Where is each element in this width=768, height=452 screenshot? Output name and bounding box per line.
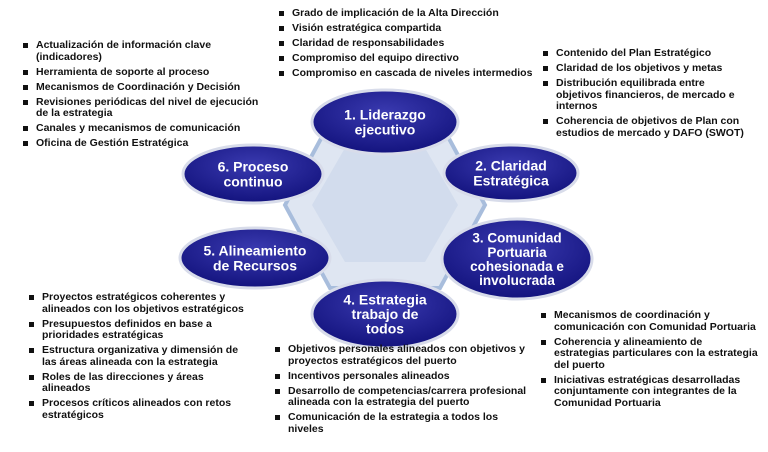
node-label-line: cohesionada e — [470, 259, 564, 274]
node-ellipse — [178, 226, 332, 290]
node-ellipse — [310, 278, 460, 350]
node-label-line: continuo — [223, 173, 282, 189]
list-item: Contenido del Plan Estratégico — [540, 47, 752, 60]
node-label-line: 3. Comunidad — [472, 231, 561, 246]
list-estrategia-todos: Objetivos personales alineados con objet… — [272, 343, 534, 439]
list-item: Iniciativas estratégicas desarrolladas c… — [538, 374, 760, 410]
list-item: Estructura organizativa y dimensión de l… — [26, 344, 250, 368]
list-item: Canales y mecanismos de comunicación — [20, 122, 268, 135]
list-item: Visión estratégica compartida — [276, 22, 546, 35]
node-label-line: trabajo de — [352, 306, 419, 322]
node-label-line: Estratégica — [473, 172, 549, 188]
node-label-line: involucrada — [479, 273, 555, 288]
list-liderazgo: Grado de implicación de la Alta Direcció… — [276, 7, 546, 83]
list-comunidad-portuaria: Mecanismos de coordinación y comunicació… — [538, 309, 760, 413]
list-item: Revisiones periódicas del nivel de ejecu… — [20, 96, 268, 120]
list-item: Oficina de Gestión Estratégica — [20, 137, 268, 150]
list-item: Proyectos estratégicos coherentes y alin… — [26, 291, 250, 315]
list-item: Coherencia y alineamiento de estrategias… — [538, 336, 760, 372]
list-item: Grado de implicación de la Alta Direcció… — [276, 7, 546, 20]
list-item: Claridad de los objetivos y metas — [540, 62, 752, 75]
list-claridad-estrategica: Contenido del Plan Estratégico Claridad … — [540, 47, 752, 143]
node-label-line: 6. Proceso — [218, 159, 289, 175]
node-label-line: Portuaria — [487, 245, 547, 260]
list-item: Procesos críticos alineados con retos es… — [26, 397, 250, 421]
list-item: Roles de las direcciones y áreas alinead… — [26, 371, 250, 395]
list-item: Distribución equilibrada entre objetivos… — [540, 77, 752, 113]
list-alineamiento-recursos: Proyectos estratégicos coherentes y alin… — [26, 291, 250, 425]
node-ellipse — [440, 217, 594, 301]
list-proceso-continuo: Actualización de información clave (indi… — [20, 39, 268, 153]
node-label-line: 4. Estrategia — [343, 291, 426, 307]
list-item: Compromiso en cascada de niveles interme… — [276, 67, 546, 80]
node-ellipse — [310, 88, 460, 156]
node-ellipse — [181, 143, 325, 205]
node-label-line: todos — [366, 321, 404, 337]
node-label-line: ejecutivo — [355, 121, 416, 137]
list-item: Objetivos personales alineados con objet… — [272, 343, 534, 367]
node-label-line: 5. Alineamiento — [204, 243, 307, 259]
list-item: Presupuestos definidos en base a priorid… — [26, 318, 250, 342]
node-label-line: 2. Claridad — [475, 158, 547, 174]
list-item: Claridad de responsabilidades — [276, 37, 546, 50]
list-item: Incentivos personales alineados — [272, 370, 534, 383]
node-label-line: de Recursos — [213, 257, 297, 273]
node-label-line: 1. Liderazgo — [344, 107, 426, 123]
list-item: Desarrollo de competencias/carrera profe… — [272, 385, 534, 409]
central-hexagon — [282, 120, 488, 290]
node-ellipse — [442, 143, 580, 203]
list-item: Compromiso del equipo directivo — [276, 52, 546, 65]
list-item: Mecanismos de coordinación y comunicació… — [538, 309, 760, 333]
list-item: Mecanismos de Coordinación y Decisión — [20, 81, 268, 94]
list-item: Coherencia de objetivos de Plan con estu… — [540, 115, 752, 139]
list-item: Herramienta de soporte al proceso — [20, 66, 268, 79]
list-item: Actualización de información clave (indi… — [20, 39, 268, 63]
list-item: Comunicación de la estrategia a todos lo… — [272, 411, 534, 435]
